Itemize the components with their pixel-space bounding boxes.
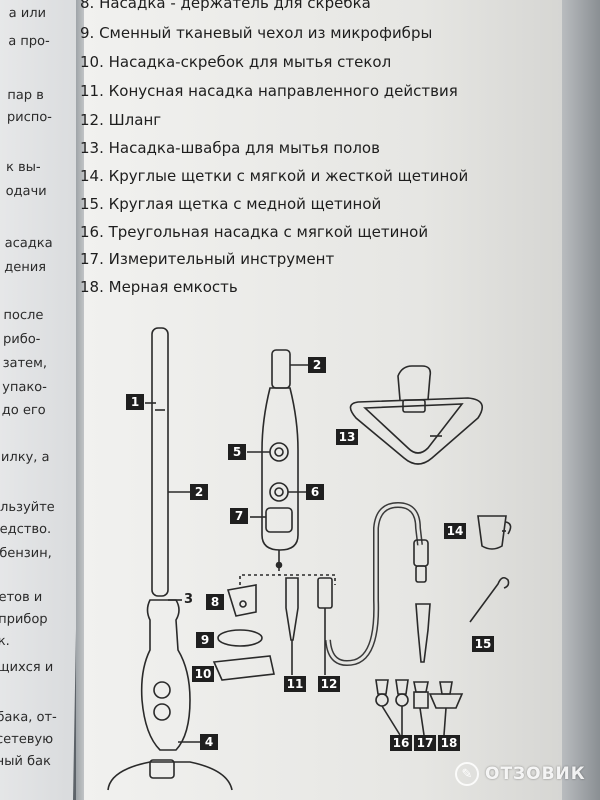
window-scraper — [212, 655, 275, 681]
parts-list-item: 9. Сменный тканевый чехол из микрофибры — [80, 24, 433, 42]
round-brush — [375, 693, 389, 707]
hose-cone-nozzle — [415, 603, 431, 663]
watermark: ✎ ОТЗОВИК — [455, 762, 586, 786]
parts-list-item: 15. Круглая щетка с медной щетиной — [80, 195, 382, 213]
parts-list-item: 17. Измерительный инструмент — [80, 250, 335, 268]
parts-list-item: 8. Насадка - держатель для скребка — [80, 0, 371, 12]
callout-18: 18 — [438, 735, 460, 751]
callout-9: 9 — [196, 632, 214, 648]
callout-4: 4 — [200, 734, 218, 750]
parts-list-item: 18. Мерная емкость — [80, 278, 238, 296]
steam-button — [269, 442, 289, 462]
parts-list-item: 16. Треугольная насадка с мягкой щетиной — [80, 223, 429, 241]
flat-brush — [428, 693, 464, 709]
steamer-body — [140, 599, 191, 751]
main-page — [84, 0, 564, 800]
callout-3: 3 — [184, 592, 194, 607]
callout-6: 6 — [306, 484, 324, 500]
microfiber-cover — [217, 629, 263, 647]
extension-pole — [151, 327, 169, 597]
cone-nozzle — [285, 577, 299, 641]
watermark-text: ОТЗОВИК — [485, 764, 586, 784]
triangle-brush — [413, 691, 429, 709]
round-brush-copper — [395, 693, 409, 707]
callout-1: 1 — [126, 394, 144, 410]
measuring-tool — [469, 576, 510, 623]
callout-11: 11 — [284, 676, 306, 692]
callout-16: 16 — [390, 735, 412, 751]
triangle-mop — [349, 397, 484, 465]
chat-bubble-icon: ✎ — [455, 762, 479, 786]
parts-list-item: 12. Шланг — [80, 111, 162, 129]
callout-13: 13 — [336, 429, 358, 445]
parts-list-item: 10. Насадка-скребок для мытья стекол — [80, 53, 392, 71]
scraper-holder — [226, 584, 257, 617]
right-page-edge — [562, 0, 600, 800]
callout-12: 12 — [318, 676, 340, 692]
floor-head — [107, 761, 233, 791]
parts-list-item: 14. Круглые щетки с мягкой и жесткой щет… — [80, 167, 469, 185]
callout-10: 10 — [192, 666, 214, 682]
callout-2: 2 — [308, 357, 326, 373]
book-gutter — [76, 0, 86, 800]
parts-list-item: 11. Конусная насадка направленного дейст… — [80, 82, 458, 100]
callout-5: 5 — [228, 444, 246, 460]
callout-7: 7 — [230, 508, 248, 524]
callout-8: 8 — [206, 594, 224, 610]
callout-14: 14 — [444, 523, 466, 539]
handle-neck — [271, 349, 291, 389]
hose-connector — [317, 577, 333, 609]
measuring-cup — [477, 515, 507, 550]
callout-2: 2 — [190, 484, 208, 500]
parts-list-item: 13. Насадка-швабра для мытья полов — [80, 139, 380, 157]
callout-15: 15 — [472, 636, 494, 652]
steam-dial — [269, 482, 289, 502]
callout-17: 17 — [414, 735, 436, 751]
handle-grip — [261, 387, 299, 551]
